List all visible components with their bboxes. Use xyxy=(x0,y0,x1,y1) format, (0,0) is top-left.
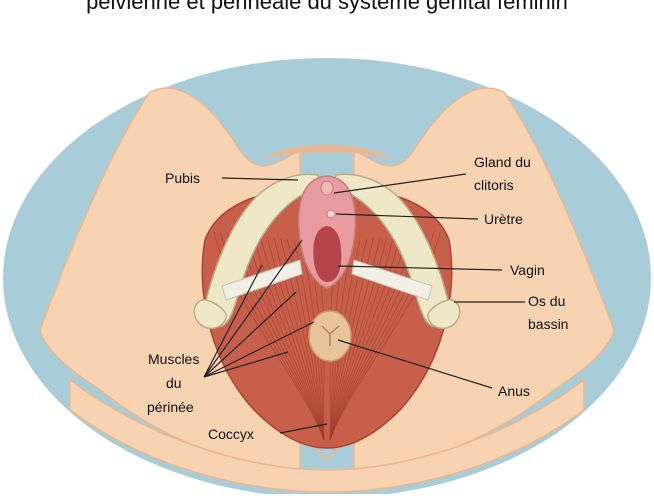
clitoris-glans xyxy=(321,181,333,195)
label-pubis: Pubis xyxy=(165,170,200,186)
cropped-caption: pelvienne et périnéale du système génita… xyxy=(0,0,654,16)
label-anus: Anus xyxy=(498,383,530,399)
label-vagin: Vagin xyxy=(510,262,545,278)
label-gland-line2: clitoris xyxy=(474,177,514,193)
label-muscles-line3: périnée xyxy=(147,399,194,415)
vaginal-opening xyxy=(313,226,341,282)
label-muscles-line1: Muscles xyxy=(148,351,199,367)
label-uretre: Urètre xyxy=(484,211,523,227)
label-coccyx: Coccyx xyxy=(208,426,254,442)
label-os-line2: bassin xyxy=(528,316,568,332)
urethra-opening xyxy=(327,210,335,218)
label-muscles-line2: du xyxy=(166,375,182,391)
label-gland-line1: Gland du xyxy=(474,154,531,170)
label-os-line1: Os du xyxy=(528,293,565,309)
anus-region xyxy=(309,311,351,361)
